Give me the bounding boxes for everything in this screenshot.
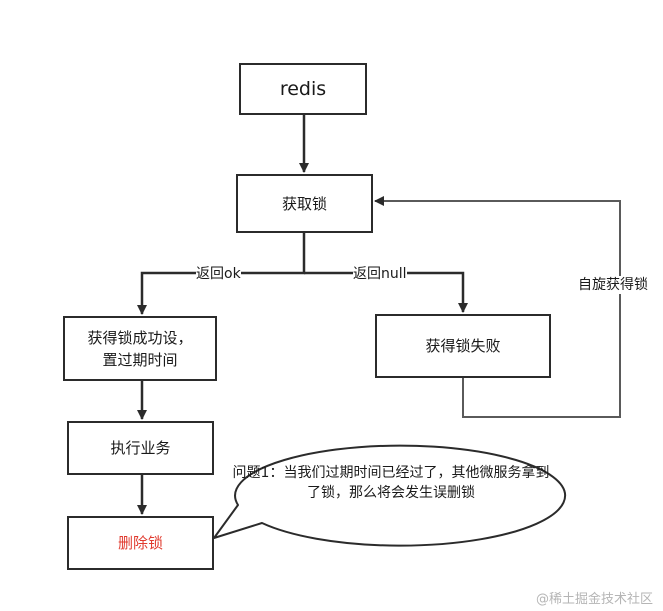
node-execute-business: 执行业务 <box>67 421 214 475</box>
node-execute-business-label: 执行业务 <box>110 439 171 457</box>
node-lock-failed: 获得锁失败 <box>375 314 551 378</box>
node-delete-lock-label: 删除锁 <box>117 534 163 552</box>
node-acquire-lock: 获取锁 <box>236 174 373 233</box>
edge-label-return-null: 返回null <box>353 265 407 283</box>
node-lock-success-line1: 获得锁成功设， <box>87 328 193 347</box>
node-acquire-lock-label: 获取锁 <box>281 194 327 213</box>
node-lock-success: 获得锁成功设， 置过期时间 <box>63 316 217 381</box>
callout-bubble <box>213 444 567 547</box>
node-redis: redis <box>239 63 367 115</box>
edge-label-return-ok: 返回ok <box>196 265 241 283</box>
edge-label-spin-acquire: 自旋获得锁 <box>578 276 648 294</box>
node-lock-success-line2: 置过期时间 <box>102 350 178 369</box>
node-delete-lock: 删除锁 <box>67 516 214 570</box>
node-redis-label: redis <box>279 78 327 100</box>
arrow-spin-feedback <box>374 196 621 418</box>
watermark: @稀土掘金技术社区 <box>535 592 653 607</box>
callout-text: 问题1：当我们过期时间已经过了，其他微服务拿到了锁，那么将会发生误删锁 <box>232 465 550 501</box>
node-lock-failed-label: 获得锁失败 <box>425 337 501 355</box>
